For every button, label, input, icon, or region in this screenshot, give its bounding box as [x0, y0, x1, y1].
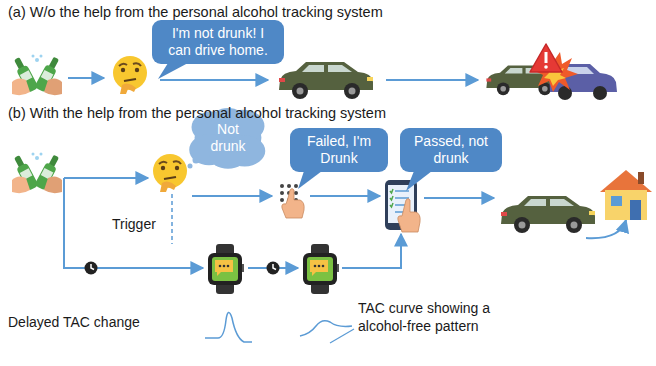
scenario-b-illustration: [11, 153, 62, 194]
scenario-b-illustration: [85, 262, 98, 275]
crash-icon: [486, 44, 617, 100]
phone-icon: [390, 203, 393, 207]
scenario-b-illustration: [153, 154, 187, 192]
bubble-tail: [158, 63, 198, 87]
bubble-tail: [406, 171, 432, 191]
house-icon: [600, 170, 652, 220]
scenario-a-illustration: [68, 77, 104, 79]
curve-note: TAC curve showing a alcohol-free pattern: [358, 300, 508, 335]
bubble-text: Not drunk: [205, 121, 251, 155]
crash-icon: [530, 44, 562, 72]
speech-bubble: Passed, not drunk: [400, 128, 502, 172]
scenario-b-illustration: [300, 321, 352, 336]
keypad-icon: [280, 184, 284, 188]
phone-icon: [385, 180, 420, 232]
keypad-icon: [280, 191, 284, 195]
scenario-b-illustration: [208, 244, 244, 294]
bubble-text: Failed, I'm Drunk: [297, 133, 381, 167]
trigger-note: Trigger: [112, 216, 168, 234]
scenario-a-illustration: [113, 56, 147, 94]
crash-icon: [593, 86, 607, 100]
scenario-a-illustration: [160, 79, 268, 81]
phone-icon: [390, 189, 393, 193]
crash-icon: [545, 52, 548, 63]
speech-bubble: I'm not drunk! I can drive home.: [152, 20, 284, 64]
scenario-b-illustration: [64, 178, 203, 268]
scenario-b-illustration: [11, 153, 652, 343]
bubble-text: Passed, not drunk: [407, 133, 495, 167]
leader-line: [330, 329, 354, 343]
house-icon: [605, 190, 647, 220]
scenario-b-illustration: [501, 196, 595, 233]
bubble-tail: [296, 171, 336, 195]
scenario-b-illustration: [303, 244, 339, 294]
keypad-icon: [294, 191, 298, 195]
keypad-icon: [280, 198, 284, 202]
scenario-b-illustration: [205, 312, 252, 342]
scenario-b-illustration: [188, 164, 193, 169]
panel-heading: (a) W/o the help from the personal alcoh…: [8, 3, 428, 21]
house-icon: [630, 200, 641, 220]
crash-icon: [558, 86, 572, 100]
keypad-icon: [282, 189, 304, 219]
scenario-b-illustration: [267, 262, 280, 275]
speech-bubble: Failed, I'm Drunk: [290, 128, 388, 172]
scenario-b-illustration: [64, 177, 148, 179]
phone-icon: [398, 199, 420, 233]
phone-icon: [390, 196, 393, 200]
scenario-a-illustration: [279, 62, 373, 99]
bubble-tail: [158, 63, 188, 79]
keypad-icon: [287, 184, 291, 188]
scenario-b-illustration: [171, 194, 173, 244]
phone-icon: [395, 190, 409, 192]
bubble-text: I'm not drunk! I can drive home.: [159, 25, 277, 59]
keypad-icon: [294, 184, 298, 188]
phone-icon: [390, 189, 393, 207]
curve-note: Delayed TAC change: [8, 314, 178, 332]
scenario-b-illustration: [310, 195, 380, 197]
house-icon: [600, 170, 652, 192]
house-icon: [611, 196, 622, 206]
crash-icon: [544, 65, 548, 69]
scenario-b-illustration: [424, 197, 494, 199]
bubble-tail: [298, 171, 322, 189]
house-icon: [638, 172, 644, 184]
scenario-b-illustration: [192, 195, 272, 197]
bubble-tail: [406, 171, 446, 195]
keypad-icon: [280, 184, 304, 218]
scenario-b-illustration: [342, 234, 401, 268]
panel-heading: (b) With the help from the personal alco…: [8, 104, 428, 122]
scenario-b-illustration: [586, 220, 626, 238]
scenario-a-illustration: [11, 55, 62, 96]
scenario-a-illustration: [386, 79, 478, 81]
scenario-a-illustration: [11, 44, 617, 100]
